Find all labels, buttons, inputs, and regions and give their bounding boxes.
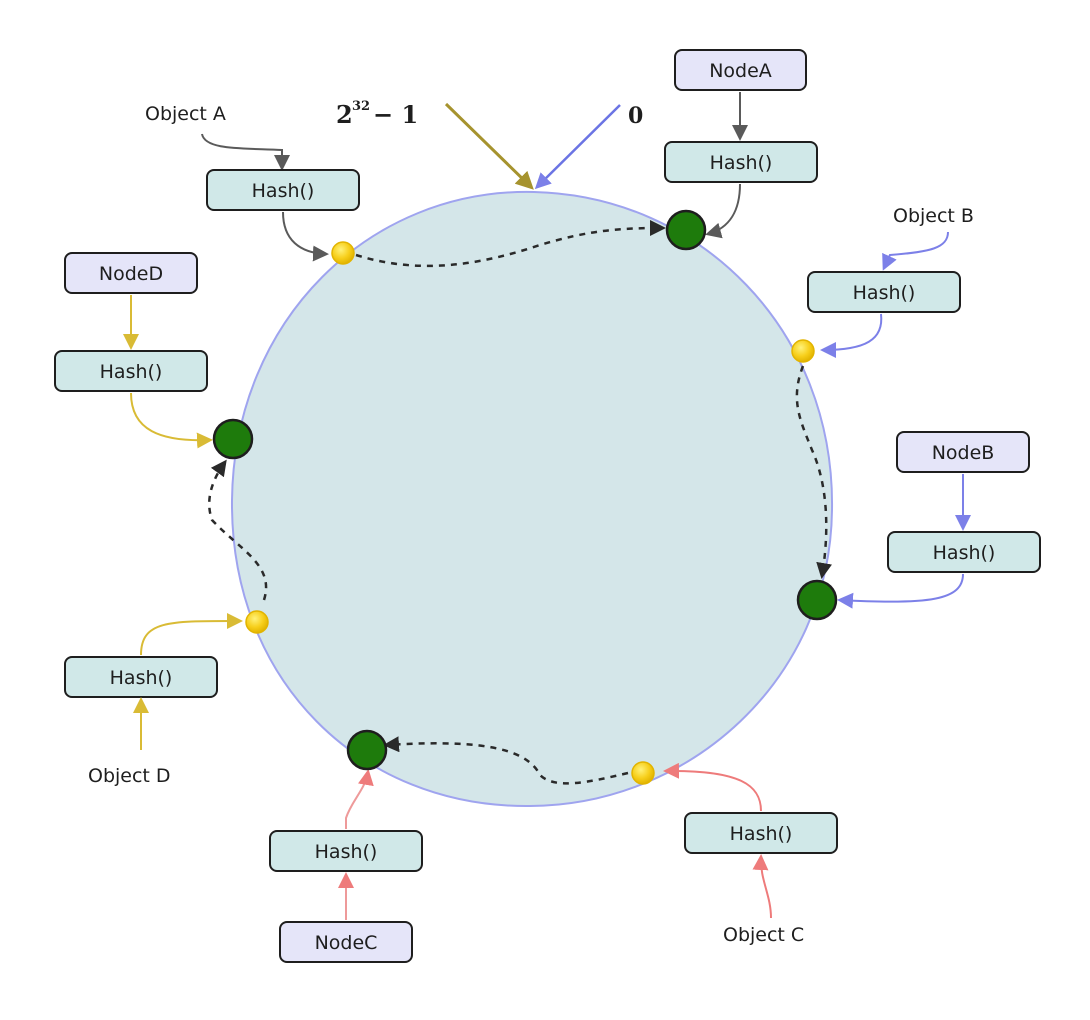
node-a-box: NodeA [674, 49, 807, 91]
svg-text:Hash(): Hash() [710, 152, 773, 174]
svg-text:Hash(): Hash() [110, 667, 173, 689]
svg-text:− 1: − 1 [373, 100, 418, 129]
object-b-hash-box: Hash() [807, 271, 961, 313]
object-a-hash-box: Hash() [206, 169, 360, 211]
max-value-arrow [444, 102, 534, 190]
node-d-hash-box: Hash() [54, 350, 208, 392]
svg-text:Hash(): Hash() [315, 841, 378, 863]
node-d-hash-to-ring-arrow [130, 392, 213, 449]
object-c-mapping-path [383, 736, 629, 785]
object-b-to-hash-arrow [882, 231, 949, 271]
svg-text:Hash(): Hash() [252, 180, 315, 202]
svg-text:NodeB: NodeB [932, 442, 995, 464]
object-d-hash-to-ring-arrow [140, 612, 243, 656]
object-c-hash-box: Hash() [684, 812, 838, 854]
node-b-hash-to-ring-arrow [837, 573, 964, 609]
svg-text:NodeD: NodeD [99, 263, 163, 285]
node-a-hash-box: Hash() [664, 141, 818, 183]
node-c-hash-to-ring-arrow [345, 769, 374, 829]
zero-arrow [534, 104, 621, 190]
node-a-point [665, 209, 707, 251]
max-value-label: 2 32 − 1 [336, 99, 418, 129]
hash-ring [230, 190, 834, 808]
svg-text:Hash(): Hash() [100, 361, 163, 383]
node-a-hash-to-ring-arrow [705, 183, 741, 239]
node-c-point [346, 729, 388, 771]
svg-text:NodeC: NodeC [315, 932, 378, 954]
object-d-mapping-path [208, 459, 268, 601]
svg-text:Hash(): Hash() [933, 542, 996, 564]
object-c-label: Object C [723, 924, 804, 946]
node-b-point [796, 579, 838, 621]
object-d-label: Object D [88, 765, 171, 787]
node-d-point [212, 418, 254, 460]
node-c-box: NodeC [279, 921, 413, 963]
object-d-hash-box: Hash() [64, 656, 218, 698]
object-a-hash-to-ring-arrow [282, 211, 329, 262]
node-b-hash-box: Hash() [887, 531, 1041, 573]
object-c-hash-to-ring-arrow [663, 762, 762, 812]
node-c-hash-box: Hash() [269, 830, 423, 872]
object-b-label: Object B [893, 205, 974, 227]
object-a-label: Object A [145, 103, 226, 125]
node-b-box: NodeB [896, 431, 1030, 473]
svg-text:NodeA: NodeA [709, 60, 772, 82]
object-d-point [245, 610, 269, 634]
svg-text:32: 32 [352, 99, 370, 114]
zero-label: 0 [628, 103, 643, 129]
svg-text:Hash(): Hash() [853, 282, 916, 304]
object-a-point [331, 241, 355, 265]
object-c-point [631, 761, 655, 785]
object-b-point [791, 339, 815, 363]
object-c-to-hash-arrow [752, 854, 772, 919]
node-d-box: NodeD [64, 252, 198, 294]
svg-text:2: 2 [336, 100, 353, 129]
object-b-mapping-path [795, 365, 833, 579]
object-b-hash-to-ring-arrow [820, 313, 883, 358]
object-a-to-hash-arrow [201, 133, 290, 171]
svg-text:Hash(): Hash() [730, 823, 793, 845]
